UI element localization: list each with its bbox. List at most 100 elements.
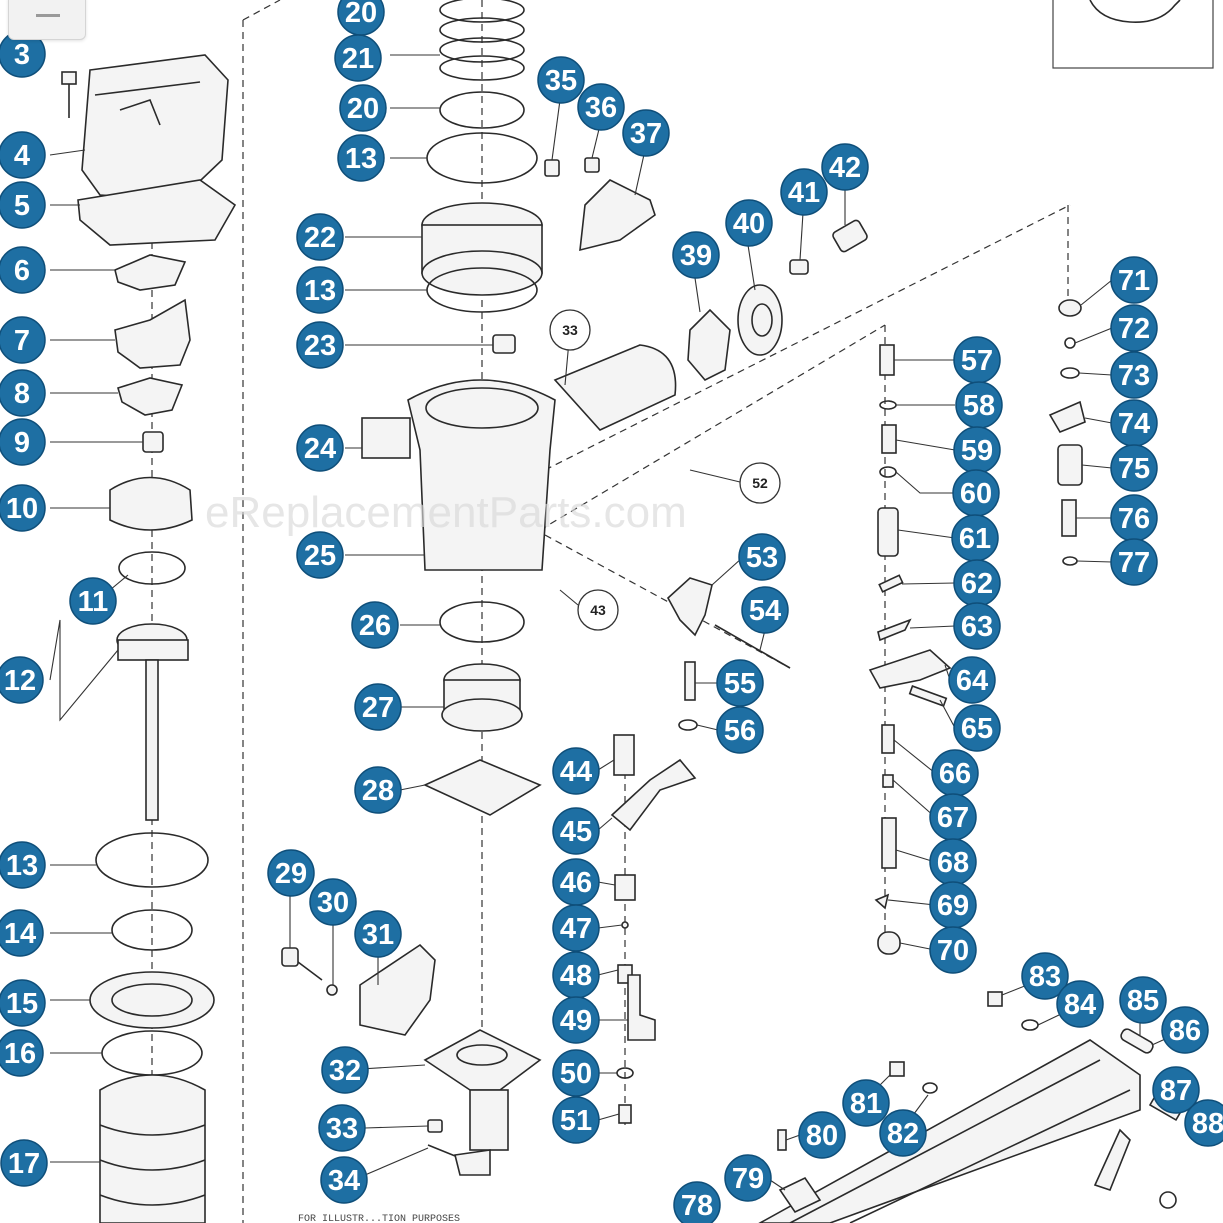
part-number-label: 21 <box>342 43 374 75</box>
part-badge-16: 16 <box>0 1029 44 1077</box>
part-number-label: 17 <box>8 1148 40 1180</box>
part-valve-7 <box>114 298 191 369</box>
part-number-label: 65 <box>961 713 993 745</box>
part-number-label: 32 <box>329 1055 361 1087</box>
watermark-text: eReplacementParts.com <box>205 488 687 537</box>
part-cap-cover <box>81 54 229 201</box>
part-number-label: 64 <box>956 665 988 697</box>
inset-drawing <box>1089 0 1181 23</box>
part-number-label: 13 <box>6 850 38 882</box>
part-badge-65: 65 <box>953 704 1001 752</box>
part-badge-87: 87 <box>1152 1066 1200 1114</box>
minimize-button[interactable] <box>8 0 86 40</box>
part-badge-5: 5 <box>0 181 46 229</box>
part-screw-29 <box>281 947 323 981</box>
part-number-label: 14 <box>4 918 36 950</box>
part-badge-29: 29 <box>267 849 315 897</box>
part-number-label: 47 <box>560 913 592 945</box>
part-number-label: 63 <box>961 611 993 643</box>
part-number-label: 10 <box>6 493 38 525</box>
part-number-label: 20 <box>345 0 377 29</box>
part-guide-49 <box>627 974 656 1041</box>
part-washer-71 <box>1058 299 1082 317</box>
part-bracket-31 <box>359 943 436 1036</box>
part-number-label: 73 <box>1118 360 1150 392</box>
part-bolt-33 <box>427 1119 443 1133</box>
part-number-label: 41 <box>788 177 820 209</box>
part-clip-69 <box>874 893 890 910</box>
svg-text:52: 52 <box>752 475 768 491</box>
part-piston-22 <box>421 202 543 296</box>
part-spring-21 <box>439 0 525 81</box>
part-bracket-37 <box>579 179 656 252</box>
part-pin-85 <box>1120 1028 1154 1054</box>
part-badge-46: 46 <box>552 858 600 906</box>
part-badge-45: 45 <box>552 807 600 855</box>
part-badge-63: 63 <box>953 602 1001 650</box>
part-nut-9 <box>142 431 164 453</box>
part-label-24 <box>361 417 411 459</box>
part-badge-76: 76 <box>1110 494 1158 542</box>
part-bolt-51 <box>618 1104 632 1124</box>
part-badge-14: 14 <box>0 909 44 957</box>
part-badge-59: 59 <box>953 426 1001 474</box>
part-badge-15: 15 <box>0 979 46 1027</box>
part-badge-83: 83 <box>1021 952 1069 1000</box>
part-badge-32: 32 <box>321 1046 369 1094</box>
part-number-label: 46 <box>560 867 592 899</box>
part-ring-56 <box>678 719 698 731</box>
part-badge-4: 4 <box>0 131 46 179</box>
part-valve-75 <box>1057 444 1083 486</box>
part-number-label: 82 <box>887 1118 919 1150</box>
part-badge-85: 85 <box>1119 976 1167 1024</box>
part-number-label: 69 <box>937 890 969 922</box>
part-spring-57 <box>879 344 895 376</box>
part-fitting-42 <box>832 219 868 253</box>
part-pin-54 <box>714 624 791 669</box>
part-badge-68: 68 <box>929 838 977 886</box>
footer-text: FOR ILLUSTR...TION PURPOSES <box>298 1214 460 1223</box>
part-badge-41: 41 <box>780 168 828 216</box>
part-number-label: 62 <box>961 568 993 600</box>
part-number-label: 7 <box>14 325 30 357</box>
part-number-label: 88 <box>1192 1108 1223 1140</box>
part-badge-72: 72 <box>1110 304 1158 352</box>
part-nut-70 <box>877 931 901 955</box>
part-badge-66: 66 <box>931 749 979 797</box>
part-number-label: 75 <box>1118 453 1150 485</box>
part-gasket-39 <box>687 308 731 381</box>
part-badge-75: 75 <box>1110 444 1158 492</box>
part-number-label: 77 <box>1118 547 1150 579</box>
part-number-label: 86 <box>1169 1015 1201 1047</box>
part-gasket-5 <box>77 179 237 246</box>
part-ring-88b <box>1159 1191 1177 1209</box>
part-badge-80: 80 <box>798 1111 846 1159</box>
part-number-label: 9 <box>14 427 30 459</box>
part-collar-46 <box>614 874 636 901</box>
part-ring-14 <box>111 909 193 951</box>
part-badge-34: 34 <box>320 1156 368 1204</box>
part-badge-9: 9 <box>0 418 46 466</box>
part-number-label: 27 <box>362 692 394 724</box>
part-number-label: 53 <box>746 542 778 574</box>
part-badge-64: 64 <box>948 656 996 704</box>
part-number-label: 67 <box>937 802 969 834</box>
part-badge-77: 77 <box>1110 538 1158 586</box>
part-badge-39: 39 <box>672 231 720 279</box>
part-badge-71: 71 <box>1110 256 1158 304</box>
part-number-label: 5 <box>14 190 30 222</box>
part-number-label: 57 <box>961 345 993 377</box>
part-washer-84 <box>1021 1019 1039 1031</box>
part-badge-84: 84 <box>1056 980 1104 1028</box>
part-nut-23 <box>492 334 516 354</box>
part-badge-53: 53 <box>738 533 786 581</box>
part-ring-26 <box>439 601 525 643</box>
part-badge-7: 7 <box>0 316 46 364</box>
part-pin-62 <box>878 574 904 593</box>
part-number-label: 54 <box>749 595 781 627</box>
part-lever-64 <box>868 649 952 689</box>
part-pin-65 <box>908 685 948 707</box>
part-spring-66 <box>881 724 895 754</box>
